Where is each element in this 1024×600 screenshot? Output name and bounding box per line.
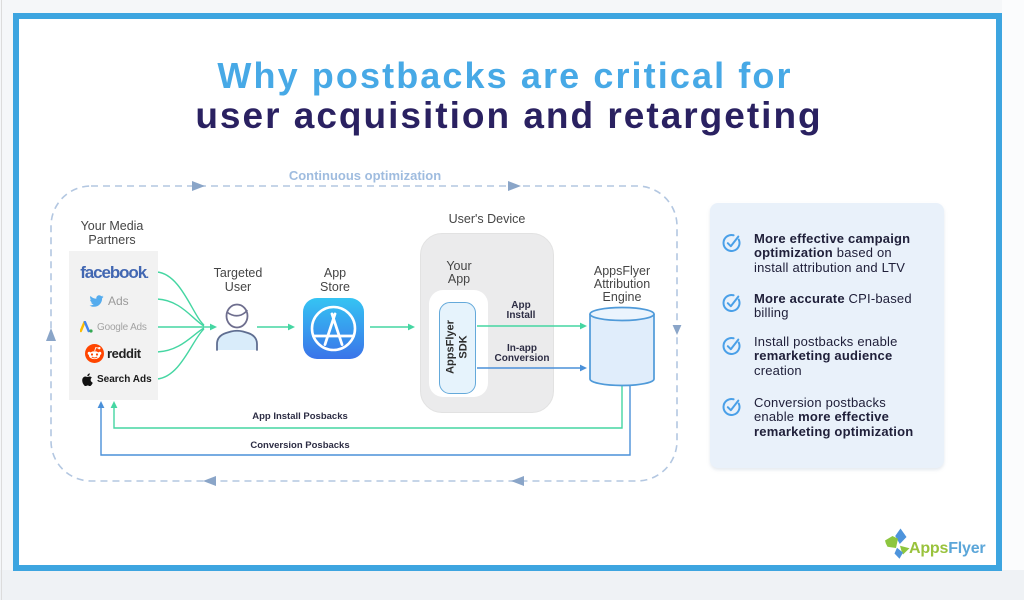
svg-text:AppsFlyer: AppsFlyer (909, 540, 985, 557)
